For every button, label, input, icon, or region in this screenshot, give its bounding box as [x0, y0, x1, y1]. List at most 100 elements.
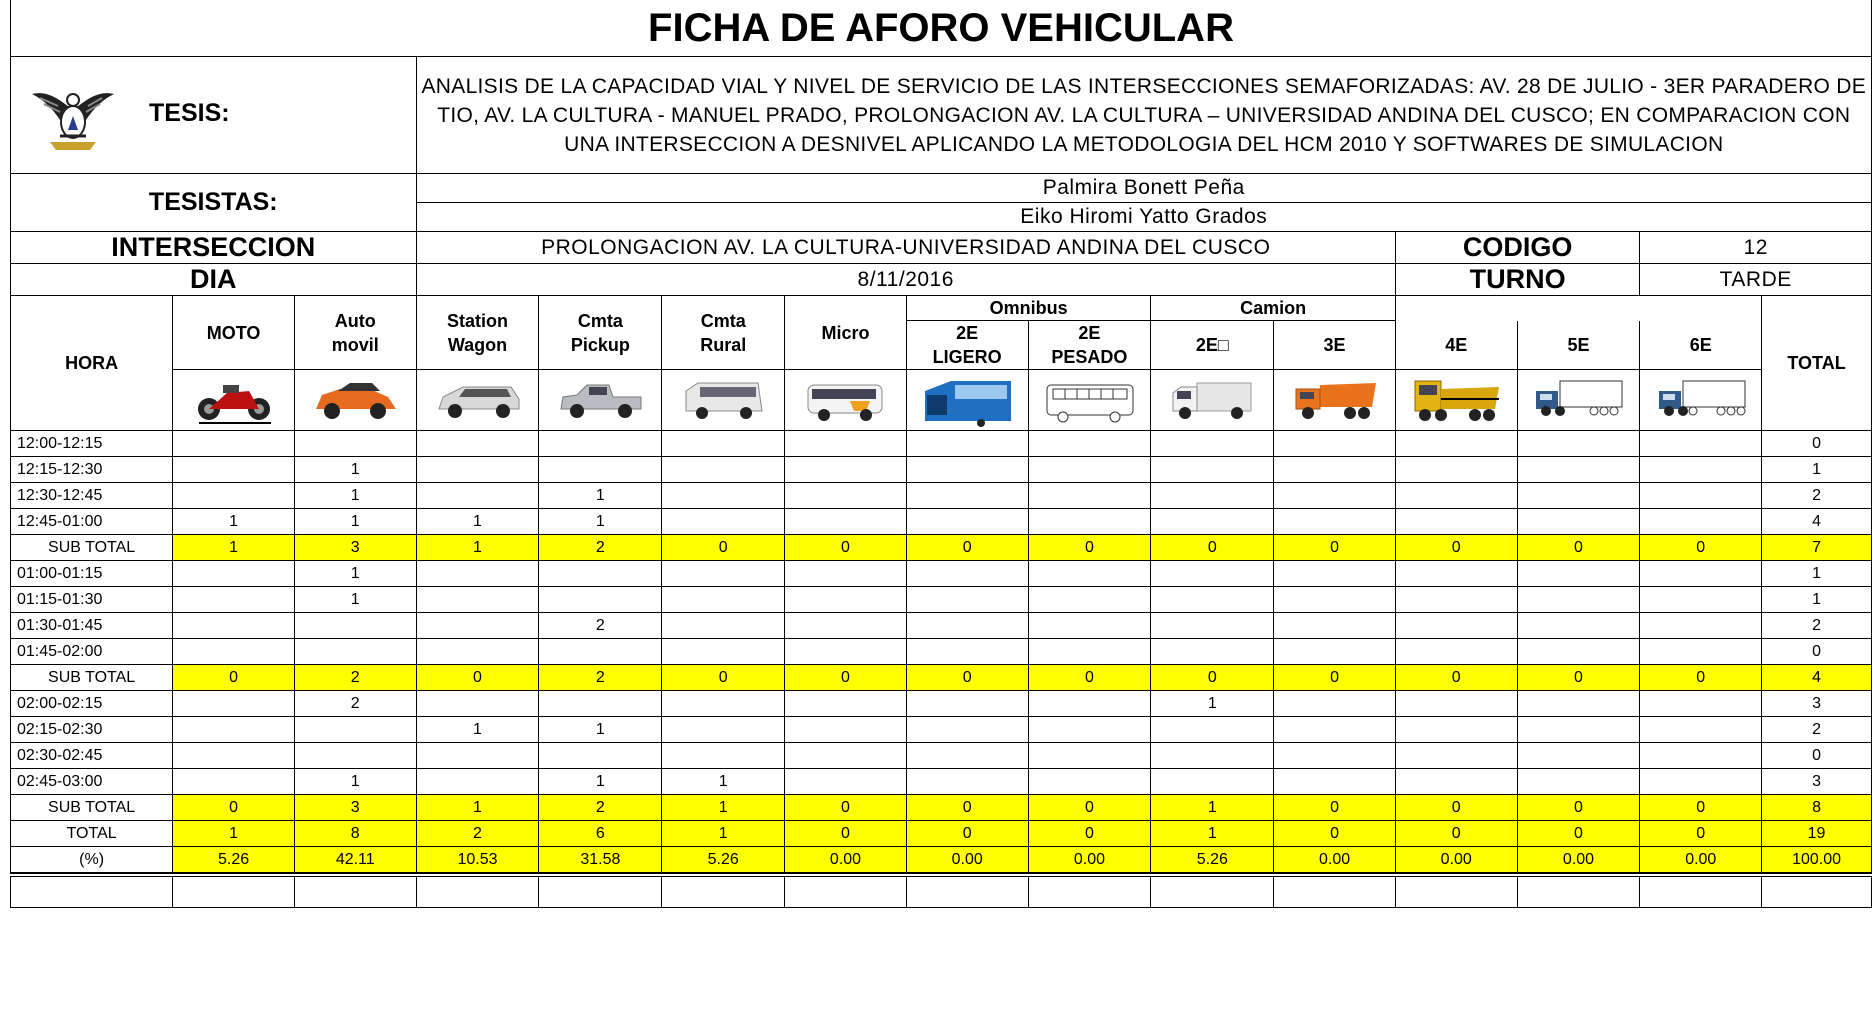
count-cell: 0.00 — [1394, 846, 1518, 874]
count-cell: 3 — [293, 794, 417, 821]
count-cell — [1273, 586, 1396, 613]
count-cell — [538, 638, 663, 665]
count-cell: 0 — [1150, 664, 1275, 691]
count-cell: 0 — [1639, 534, 1763, 561]
count-cell: 0 — [905, 794, 1029, 821]
truck-2e-icon — [1150, 369, 1275, 431]
count-cell — [784, 612, 907, 639]
count-cell — [1516, 742, 1641, 769]
count-cell — [661, 482, 786, 509]
count-cell: 0 — [1394, 664, 1518, 691]
count-cell: 0 — [1516, 534, 1641, 561]
count-cell — [1516, 612, 1641, 639]
count-cell: 10.53 — [415, 846, 540, 874]
count-cell — [1273, 482, 1396, 509]
count-cell — [172, 456, 295, 483]
count-cell — [172, 586, 295, 613]
count-cell — [415, 612, 540, 639]
count-cell — [1516, 638, 1641, 665]
count-cell — [1027, 742, 1152, 769]
count-cell — [293, 716, 417, 743]
count-cell — [661, 430, 786, 457]
count-cell: 1 — [415, 794, 540, 821]
dia-value: 8/11/2016 — [415, 263, 1396, 296]
truck-6e-icon — [1639, 369, 1763, 431]
count-cell: 0 — [905, 534, 1029, 561]
count-cell: 0 — [1273, 664, 1396, 691]
col-micro: Micro — [784, 295, 907, 370]
interseccion-label: INTERSECCION — [10, 231, 417, 264]
row-total-cell: 2 — [1761, 482, 1872, 509]
col-moto: MOTO — [172, 295, 295, 370]
count-cell: 0 — [1394, 534, 1518, 561]
count-cell: 1 — [293, 456, 417, 483]
count-cell: 0 — [172, 794, 295, 821]
count-cell — [1027, 586, 1152, 613]
count-cell — [1394, 586, 1518, 613]
count-cell: 1 — [538, 482, 663, 509]
count-cell: 0.00 — [1273, 846, 1396, 874]
count-cell — [784, 430, 907, 457]
count-cell — [1394, 716, 1518, 743]
motorcycle-icon — [172, 369, 295, 431]
count-cell — [1639, 612, 1763, 639]
count-cell — [1394, 508, 1518, 535]
count-cell — [1639, 456, 1763, 483]
count-cell — [661, 560, 786, 587]
codigo-label: CODIGO — [1394, 231, 1641, 264]
row-label: (%) — [9, 846, 174, 874]
count-cell — [538, 560, 663, 587]
van-icon — [661, 369, 786, 431]
count-cell — [1273, 430, 1396, 457]
col-cam-3e: 3E — [1273, 320, 1396, 370]
count-cell — [172, 716, 295, 743]
row-label: 12:30-12:45 — [9, 482, 174, 509]
dia-label: DIA — [10, 263, 417, 296]
count-cell: 1 — [172, 508, 295, 535]
count-cell — [1639, 586, 1763, 613]
count-cell: 0 — [1273, 820, 1396, 847]
count-cell — [661, 742, 786, 769]
count-cell — [905, 586, 1029, 613]
interseccion-value: PROLONGACION AV. LA CULTURA-UNIVERSIDAD … — [415, 231, 1396, 264]
count-cell: 2 — [538, 794, 663, 821]
count-cell — [415, 430, 540, 457]
count-cell — [538, 430, 663, 457]
count-cell — [1394, 456, 1518, 483]
count-cell: 0 — [784, 534, 907, 561]
count-cell — [1394, 638, 1518, 665]
count-cell — [784, 742, 907, 769]
count-cell — [172, 482, 295, 509]
bus-ligero-icon — [905, 369, 1029, 431]
col-omnibus: Omnibus — [905, 295, 1152, 321]
count-cell — [905, 716, 1029, 743]
count-cell — [1516, 456, 1641, 483]
col-cam-4e: 4E — [1394, 320, 1518, 370]
count-cell — [1516, 508, 1641, 535]
count-cell — [1150, 560, 1275, 587]
count-cell — [1150, 508, 1275, 535]
count-cell — [172, 768, 295, 795]
count-cell — [1150, 716, 1275, 743]
count-cell — [415, 456, 540, 483]
count-cell — [293, 612, 417, 639]
count-cell — [784, 716, 907, 743]
count-cell: 5.26 — [1150, 846, 1275, 874]
count-cell — [1273, 768, 1396, 795]
sheet-title: FICHA DE AFORO VEHICULAR — [10, 0, 1872, 57]
row-label: 02:45-03:00 — [9, 768, 174, 795]
count-cell — [1027, 716, 1152, 743]
count-cell: 0 — [1394, 794, 1518, 821]
count-cell — [1394, 690, 1518, 717]
count-cell — [538, 690, 663, 717]
count-cell — [661, 508, 786, 535]
count-cell: 0 — [1027, 534, 1152, 561]
count-cell — [905, 638, 1029, 665]
count-cell — [1273, 560, 1396, 587]
